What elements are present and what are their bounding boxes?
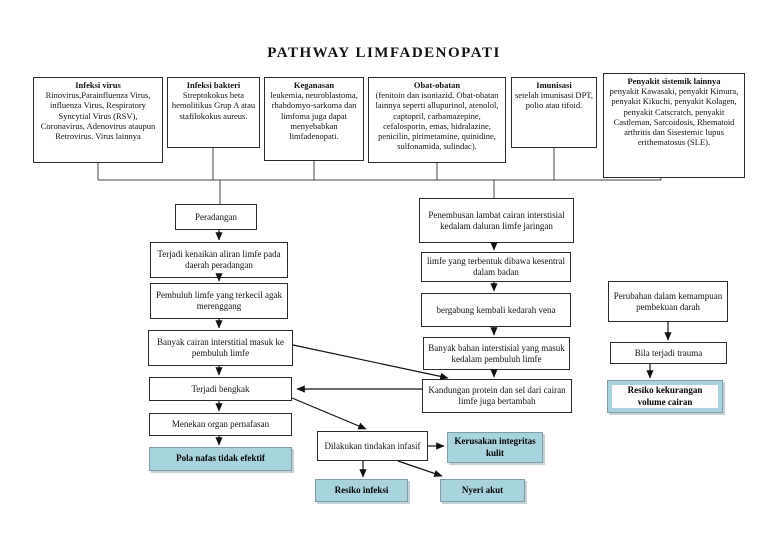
box-label: Banyak bahan interstisial yang masuk ked…: [428, 342, 565, 364]
box-label: Peradangan: [195, 211, 237, 222]
box-kandungan: Kandungan protein dan sel dari cairan li…: [422, 379, 572, 413]
box-terjadi-bengkak: Terjadi bengkak: [149, 377, 292, 401]
box-label: Nyeri akut: [461, 484, 504, 495]
box-body: Rinovirus,Parainfluenza Virus, influenza…: [40, 90, 156, 141]
box-label: Kandungan protein dan sel dari cairan li…: [428, 385, 566, 406]
box-penyakit-sistemik: Penyakit sistemik lainnya penyakit Kawas…: [603, 73, 745, 178]
box-menekan-organ: Menekan organ pernafasan: [149, 413, 292, 436]
box-label: Pola nafas tidak efektif: [176, 453, 265, 464]
box-label: bergabung kembali kedarah vena: [436, 304, 556, 315]
box-bergabung: bergabung kembali kedarah vena: [421, 293, 571, 327]
box-infeksi-virus: Infeksi virus Rinovirus,Parainfluenza Vi…: [33, 77, 163, 163]
box-title: Infeksi bakteri: [186, 80, 241, 90]
box-resiko-kekurangan: Resiko kekurangan volume cairan: [607, 380, 723, 413]
box-label: Resiko infeksi: [334, 484, 389, 495]
box-body: Streptokokus beta hemolitikus Grup A ata…: [171, 90, 256, 121]
box-label: Penembusan lambat cairan interstisial ke…: [428, 209, 565, 231]
page-title: PATHWAY LIMFADENOPATI: [267, 45, 501, 61]
box-perubahan-pembekuan: Perubahan dalam kemampuan pembekuan dara…: [608, 281, 728, 322]
box-resiko-infeksi: Resiko infeksi: [315, 479, 408, 502]
box-banyak-bahan: Banyak bahan interstisial yang masuk ked…: [423, 337, 570, 370]
box-keganasan: Keganasan leukemia, neuroblastoma, rhabd…: [264, 77, 364, 161]
box-limfe-terbentuk: limfe yang terbentuk dibawa kesentral da…: [421, 252, 571, 282]
box-body: setelah imunisasi DPT, polio atau tifoid…: [515, 90, 593, 111]
box-label: Banyak cairan interstitial masuk ke pemb…: [157, 337, 284, 358]
box-title: Penyakit sistemik lainnya: [627, 76, 721, 86]
box-pola-nafas: Pola nafas tidak efektif: [149, 447, 292, 471]
box-title: Obat-obatan: [413, 80, 461, 90]
box-label: Kerusakan integritas kulit: [454, 435, 536, 458]
box-label: Bila terjadi trauma: [634, 347, 703, 358]
box-bila-trauma: Bila terjadi trauma: [610, 342, 727, 364]
box-infeksi-bakteri: Infeksi bakteri Streptokokus beta hemoli…: [167, 77, 260, 148]
box-label: Terjadi bengkak: [191, 383, 250, 394]
box-label: Pembuluh limfe yang terkecil agak mereng…: [156, 290, 282, 311]
box-pembuluh-limfe: Pembuluh limfe yang terkecil agak mereng…: [150, 283, 288, 319]
box-label: Perubahan dalam kemampuan pembekuan dara…: [613, 290, 723, 312]
box-kerusakan-integritas: Kerusakan integritas kulit: [447, 432, 543, 463]
box-label: Dilakukan tindakan infasif: [324, 440, 421, 451]
box-title: Keganasan: [293, 80, 335, 90]
box-penembusan: Penembusan lambat cairan interstisial ke…: [419, 198, 574, 243]
box-label: Resiko kekurangan volume cairan: [612, 384, 718, 409]
box-label: limfe yang terbentuk dibawa kesentral da…: [427, 256, 565, 277]
box-body: leukemia, neuroblastoma, rhabdomyo-sarko…: [270, 90, 358, 141]
box-obat-obatan: Obat-obatan (fenitoin dan isoniazid. Oba…: [368, 77, 506, 163]
box-terjadi-kenaikan: Terjadi kenaikan aliran limfe pada daera…: [150, 242, 288, 278]
box-imunisasi: Imunisasi setelah imunisasi DPT, polio a…: [511, 77, 597, 148]
box-label: Menekan organ pernafasan: [171, 419, 270, 430]
box-label: Terjadi kenaikan aliran limfe pada daera…: [157, 249, 281, 270]
box-peradangan: Peradangan: [175, 204, 257, 230]
box-title: Infeksi virus: [75, 80, 121, 90]
box-nyeri-akut: Nyeri akut: [440, 479, 525, 502]
box-dilakukan-tindakan: Dilakukan tindakan infasif: [317, 431, 428, 461]
box-body: (fenitoin dan isoniazid. Obat-obatan lai…: [375, 90, 499, 152]
box-banyak-cairan: Banyak cairan interstitial masuk ke pemb…: [148, 330, 293, 366]
box-body: penyakit Kawasaki, penyakit Kimura, peny…: [609, 86, 739, 148]
box-title: Imunisasi: [536, 80, 572, 90]
